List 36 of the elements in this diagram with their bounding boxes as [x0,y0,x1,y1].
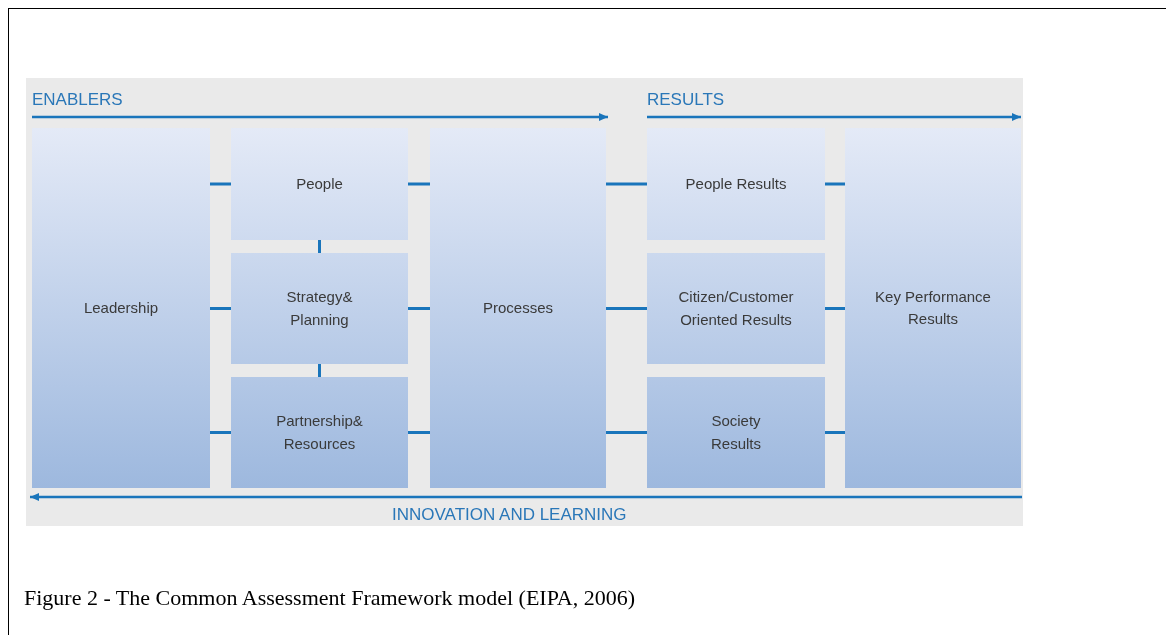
section-label: RESULTS [647,90,725,110]
connector-line [606,182,647,186]
box-label: People [296,173,343,194]
connector-line [408,182,430,186]
connector-line [210,182,231,186]
connector-line [318,240,321,253]
category-box [647,377,825,488]
connector-line [408,307,430,310]
figure-caption: Figure 2 - The Common Assessment Framework model (EIPA, 2006) [24,585,636,611]
section-label: INNOVATION AND LEARNING [392,505,627,525]
column-box [32,128,210,488]
connector-line [825,182,845,186]
connector-line [606,431,647,434]
connector-line [210,431,231,434]
category-box [647,128,825,240]
box-label: People Results [685,173,787,194]
connector-line [210,307,231,310]
connector-line [606,307,647,310]
connector-line [825,431,845,434]
box-label: Society Results [710,411,762,454]
connector-line [825,307,845,310]
connector-line [408,431,430,434]
section-label: ENABLERS [32,90,123,110]
column-box [845,128,1021,488]
connector-line [318,364,321,377]
box-label: Partnership& Resources [275,411,364,454]
box-label: Processes [483,297,553,318]
column-box [430,128,606,488]
category-box [231,128,408,240]
box-label: Key Performance Results [874,286,992,329]
box-label: Strategy& Planning [285,287,354,330]
category-box [647,253,825,364]
category-box [231,377,408,488]
category-box [231,253,408,364]
box-label: Citizen/Customer Oriented Results [677,287,795,330]
box-label: Leadership [83,297,159,318]
